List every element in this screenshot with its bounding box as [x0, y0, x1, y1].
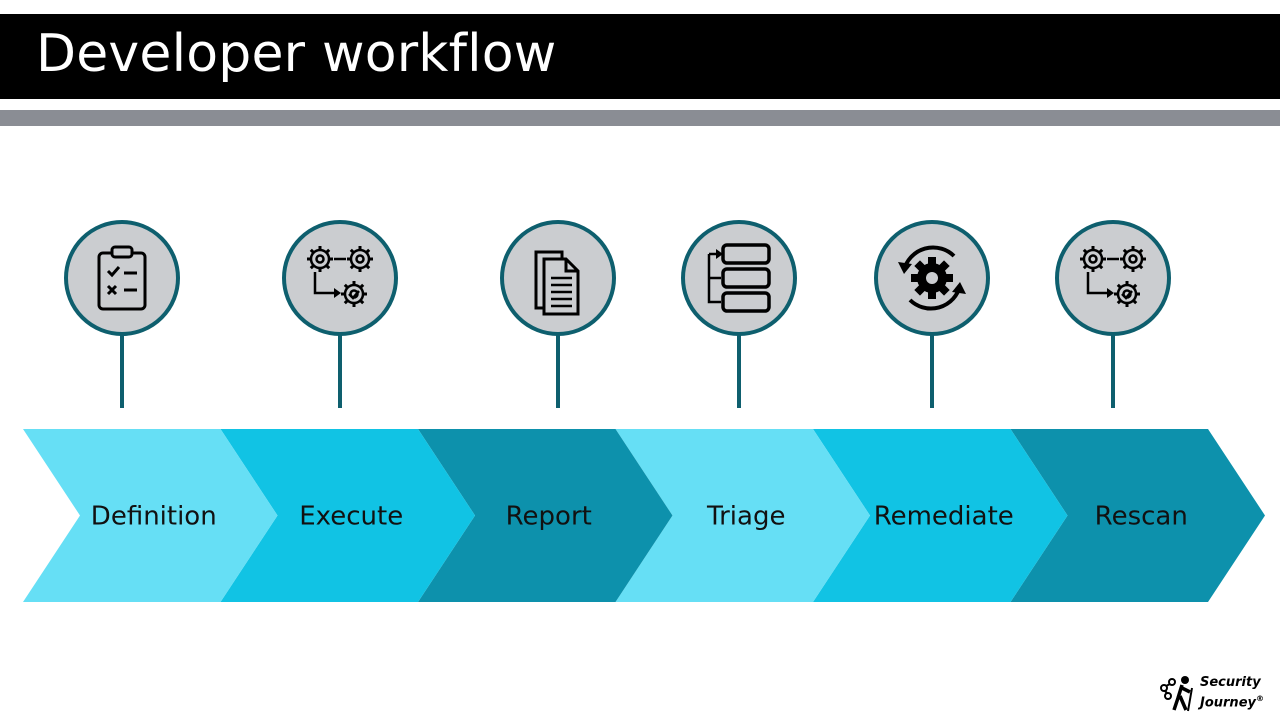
- step-label-remediate: Remediate: [874, 502, 1014, 532]
- step-node-remediate: [874, 220, 990, 336]
- step-label-definition: Definition: [91, 502, 217, 532]
- logo-line-1: Security: [1200, 675, 1261, 690]
- step-circle-rescan: [1055, 220, 1171, 336]
- step-circle-execute: [282, 220, 398, 336]
- step-circle-definition: [64, 220, 180, 336]
- chevron-definition: [23, 429, 278, 602]
- step-node-triage: [681, 220, 797, 336]
- chevron-remediate: [813, 429, 1068, 602]
- step-label-rescan: Rescan: [1095, 502, 1188, 532]
- step-node-execute: [282, 220, 398, 336]
- logo-line-2: Journey®: [1200, 694, 1264, 711]
- chevron-execute: [220, 429, 475, 602]
- security-journey-logo: Security Journey®: [1158, 672, 1264, 714]
- step-node-report: [500, 220, 616, 336]
- step-label-triage: Triage: [706, 502, 785, 532]
- step-label-report: Report: [506, 502, 592, 532]
- step-label-execute: Execute: [299, 502, 403, 532]
- hiker-logo-icon: [1160, 676, 1193, 712]
- page-title: Developer workflow: [36, 24, 557, 84]
- step-node-rescan: [1055, 220, 1171, 336]
- step-circle-triage: [681, 220, 797, 336]
- chevron-triage: [615, 429, 870, 602]
- chevron-report: [418, 429, 673, 602]
- step-node-definition: [64, 220, 180, 336]
- header-divider: [0, 110, 1280, 126]
- chevron-rescan: [1010, 429, 1265, 602]
- title-bar: Developer workflow: [0, 14, 1280, 99]
- logo-wordmark: Security Journey®: [1200, 675, 1264, 711]
